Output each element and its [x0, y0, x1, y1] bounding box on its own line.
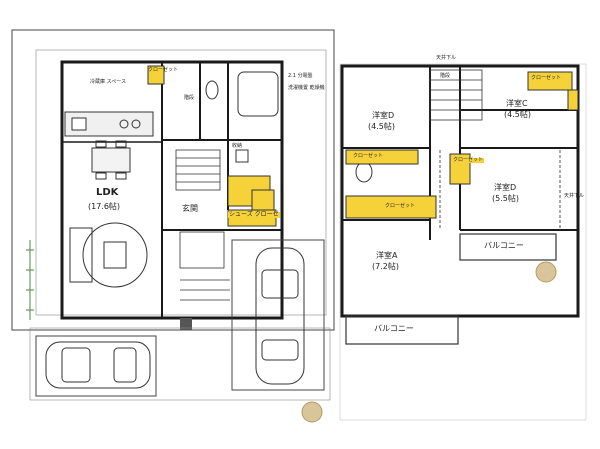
ldk-size: (17.6帖) [88, 202, 121, 211]
rug [82, 222, 148, 288]
car-vertical [255, 247, 305, 385]
toilet-f2 [355, 161, 373, 183]
house-walls-f1 [60, 60, 284, 320]
stair-label-f1: 階段 [184, 95, 195, 101]
kitchen-counter [64, 111, 154, 137]
dining-table [91, 147, 131, 173]
hedge [26, 240, 34, 320]
room-d2-label: 洋室D [494, 183, 517, 192]
bathtub [237, 71, 279, 117]
room-d1-label: 洋室D [372, 111, 395, 120]
room-d1-size: (4.5帖) [368, 122, 395, 131]
ceiling-note-2: 天井下ル [564, 193, 585, 199]
room-c-size: (4.5帖) [504, 110, 531, 119]
balcony-label-2: バルコニー [374, 324, 414, 333]
room-d2-size: (5.5帖) [492, 194, 519, 203]
stairs-f2 [429, 69, 483, 121]
room-a-label: 洋室A [376, 251, 398, 260]
toilet-f1 [205, 80, 219, 100]
balcony-label-1: バルコニー [484, 241, 524, 250]
closet-label-f2-2: クローゼット [352, 153, 385, 159]
storage-note: 收納 [232, 143, 243, 149]
closet-label-f2-4: クローゼット [384, 203, 417, 209]
entrance-label: 玄関 [182, 204, 198, 213]
closet-label-f1: クローゼット [148, 67, 179, 73]
shoe-closet-label: シューズ クローゼ [228, 211, 280, 218]
stairs-f1 [175, 149, 221, 191]
site-boundary [11, 29, 335, 331]
room-a-size: (7.2帖) [372, 262, 399, 271]
closet-label-f2-3: クローゼット [452, 157, 485, 163]
stair-label-f2: 階段 [440, 73, 451, 79]
sofa [69, 227, 93, 283]
ldk-label: LDK [96, 187, 119, 198]
car-horizontal [45, 341, 151, 389]
laundry-note: 洗濯機置 乾燥機 [288, 85, 325, 91]
ceiling-note-1: 天井下ル [436, 55, 457, 61]
panel-note: 2.1 分電盤 [288, 73, 313, 79]
stamp-f1 [301, 401, 323, 423]
stamp-f2 [535, 261, 557, 283]
coffee-table [103, 241, 127, 269]
closet-label-f2-1: クローゼット [530, 75, 563, 81]
kitchen-note: 冷蔵庫 スペース [90, 79, 126, 85]
room-c-label: 洋室C [506, 99, 528, 108]
